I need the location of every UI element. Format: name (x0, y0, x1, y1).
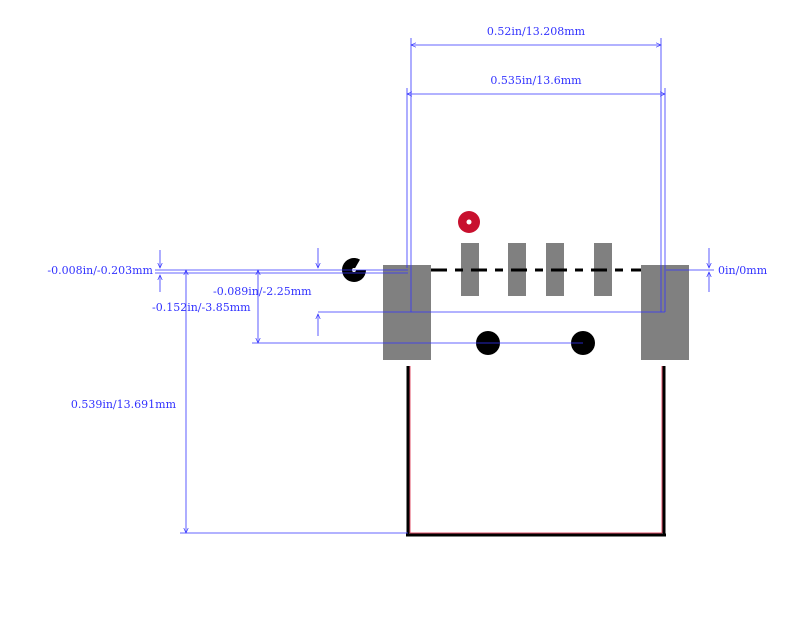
dim-width-inner: 0.535in/13.6mm (490, 74, 582, 87)
component-outline (406, 268, 666, 537)
dimension-lines (155, 38, 714, 533)
dim-offset-zero: 0in/0mm (718, 264, 768, 277)
dim-offset-c: -0.152in/-3.85mm (152, 301, 251, 314)
pads (383, 243, 689, 360)
dimension-labels: 0.52in/13.208mm 0.535in/13.6mm 0in/0mm -… (47, 25, 767, 411)
dim-offset-a: -0.008in/-0.203mm (47, 264, 153, 277)
dim-offset-b: -0.089in/-2.25mm (213, 285, 312, 298)
dim-width-outer: 0.52in/13.208mm (487, 25, 586, 38)
signal-pad-1 (461, 243, 479, 296)
dim-height: 0.539in/13.691mm (71, 398, 177, 411)
courtyard (409, 366, 663, 534)
mount-pad-left (383, 265, 431, 360)
